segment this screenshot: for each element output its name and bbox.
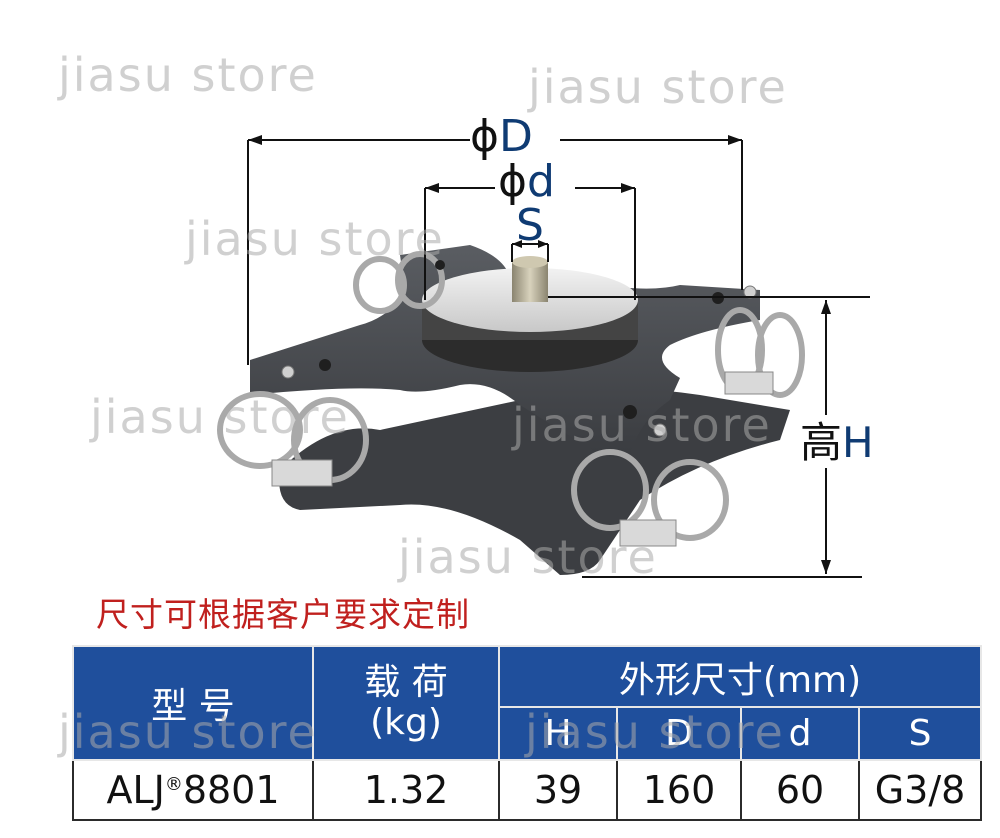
- cell-d: 60: [740, 759, 860, 821]
- registered-mark: ®: [164, 774, 183, 795]
- cell-D: 160: [616, 759, 742, 821]
- header-load: 载 荷 (kg): [312, 645, 500, 761]
- dim-d-letter: d: [527, 156, 555, 207]
- header-dimensions-group: 外形尺寸(mm): [497, 644, 983, 709]
- height-prefix: 高: [800, 418, 843, 467]
- header-H: H: [498, 706, 618, 761]
- model-number: 8801: [182, 768, 280, 812]
- dim-H-letter: H: [842, 418, 874, 467]
- cell-H: 39: [498, 759, 618, 821]
- dim-H-label: 高H: [800, 422, 874, 464]
- dim-S-label: S: [516, 204, 544, 248]
- header-load-line1: 载 荷: [364, 662, 448, 704]
- header-d: d: [740, 706, 860, 761]
- cell-S: G3/8: [857, 759, 983, 821]
- phi-symbol: ϕ: [498, 156, 528, 207]
- header-D: D: [616, 706, 742, 761]
- cell-load: 1.32: [312, 759, 500, 821]
- header-load-line2: (kg): [370, 702, 442, 743]
- spec-table: 型 号 载 荷 (kg) 外形尺寸(mm) H D d S ALJ®8801 1…: [72, 644, 983, 821]
- phi-symbol: ϕ: [470, 111, 500, 162]
- customization-note: 尺寸可根据客户要求定制: [96, 595, 470, 634]
- dim-D-letter: D: [499, 111, 533, 162]
- dim-S-letter: S: [516, 200, 544, 251]
- dim-d-label: ϕd: [498, 160, 555, 204]
- model-prefix: ALJ: [106, 768, 165, 812]
- header-S: S: [857, 706, 983, 761]
- cell-model: ALJ®8801: [72, 759, 314, 821]
- header-model: 型 号: [72, 645, 314, 761]
- product-figure: ϕD ϕd S 高H jiasu store jiasu store jiasu…: [58, 48, 874, 584]
- dim-D-label: ϕD: [470, 115, 533, 159]
- table-row: ALJ®8801 1.32 39 160 60 G3/8: [72, 759, 983, 821]
- isolator-illustration: [217, 135, 870, 578]
